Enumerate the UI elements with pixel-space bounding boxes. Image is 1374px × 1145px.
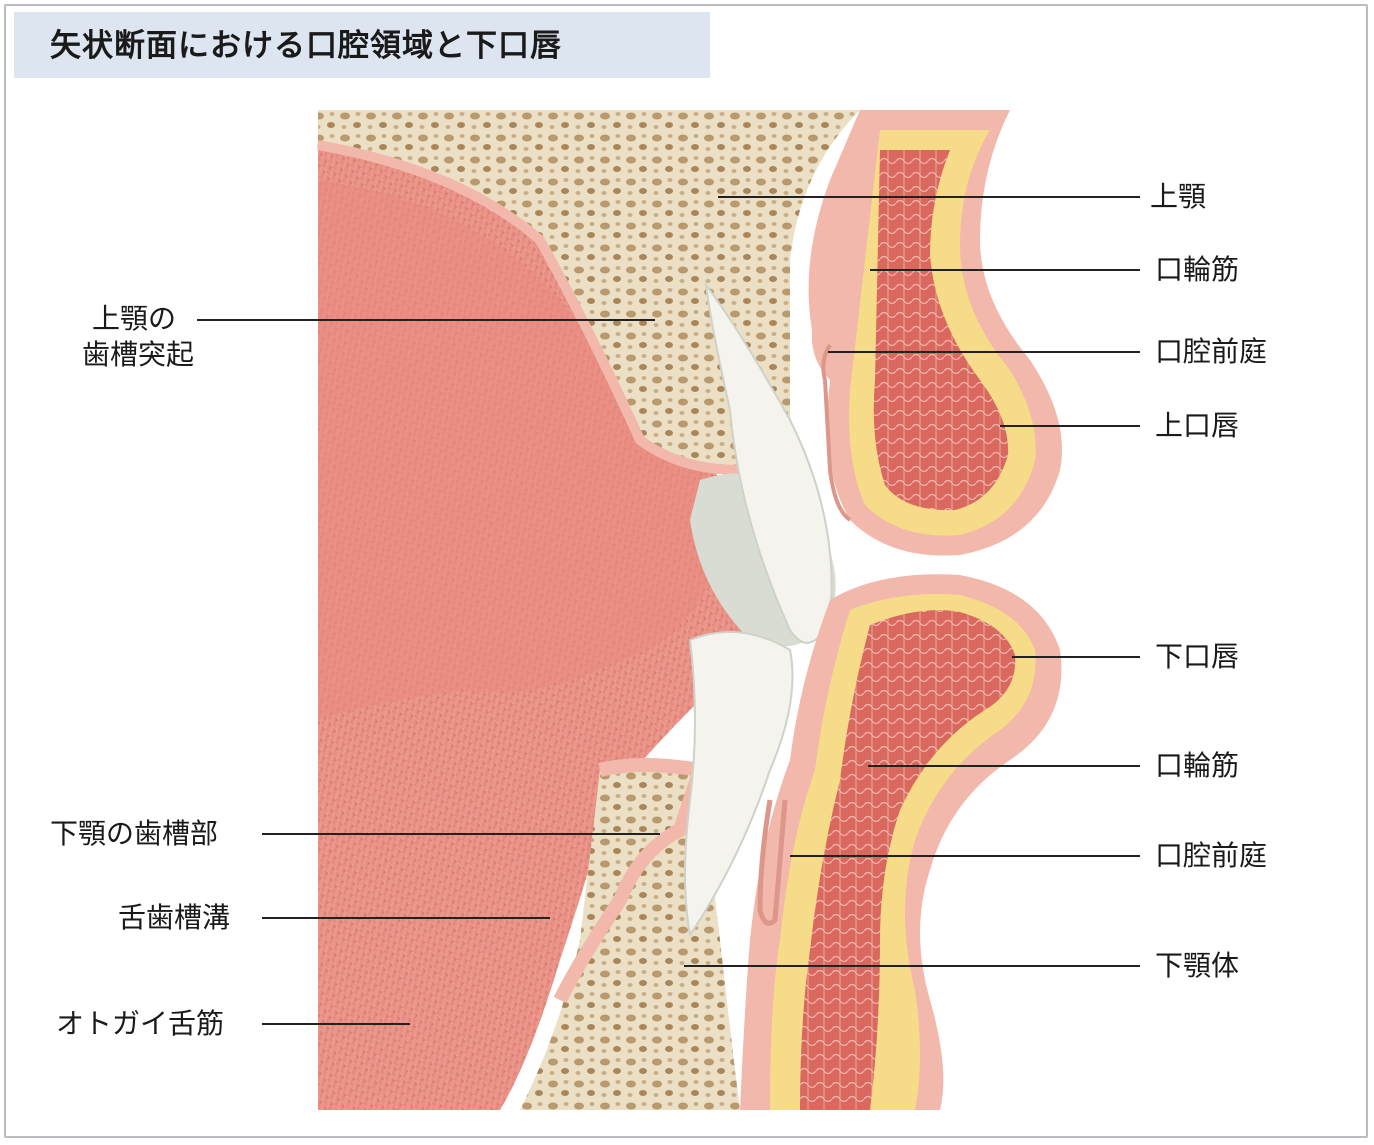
teeth	[684, 281, 836, 938]
label-maxilla: 上顎	[1150, 180, 1207, 213]
label-genioglossus: オトガイ舌筋	[56, 1007, 225, 1040]
label-vestibule-lower: 口腔前庭	[1155, 839, 1268, 872]
label-vestibule-upper: 口腔前庭	[1155, 335, 1268, 368]
label-lower-lip: 下口唇	[1155, 640, 1240, 673]
label-maxilla-alveolar-1: 上顎の	[92, 302, 177, 335]
label-orbicularis-lower: 口輪筋	[1155, 749, 1240, 782]
leader-lines	[197, 196, 1140, 1025]
label-mandible-body: 下顎体	[1155, 949, 1240, 982]
label-maxilla-alveolar-2: 歯槽突起	[82, 338, 195, 371]
upper-lip	[808, 110, 1062, 556]
label-orbicularis-upper: 口輪筋	[1155, 253, 1240, 286]
label-sublingual-groove: 舌歯槽溝	[118, 901, 231, 934]
label-mandible-alveolar: 下顎の歯槽部	[50, 817, 219, 850]
title-banner	[14, 12, 710, 78]
lower-lip	[740, 574, 1062, 1110]
page-title: 矢状断面における口腔領域と下口唇	[50, 28, 562, 64]
label-upper-lip: 上口唇	[1155, 409, 1240, 442]
